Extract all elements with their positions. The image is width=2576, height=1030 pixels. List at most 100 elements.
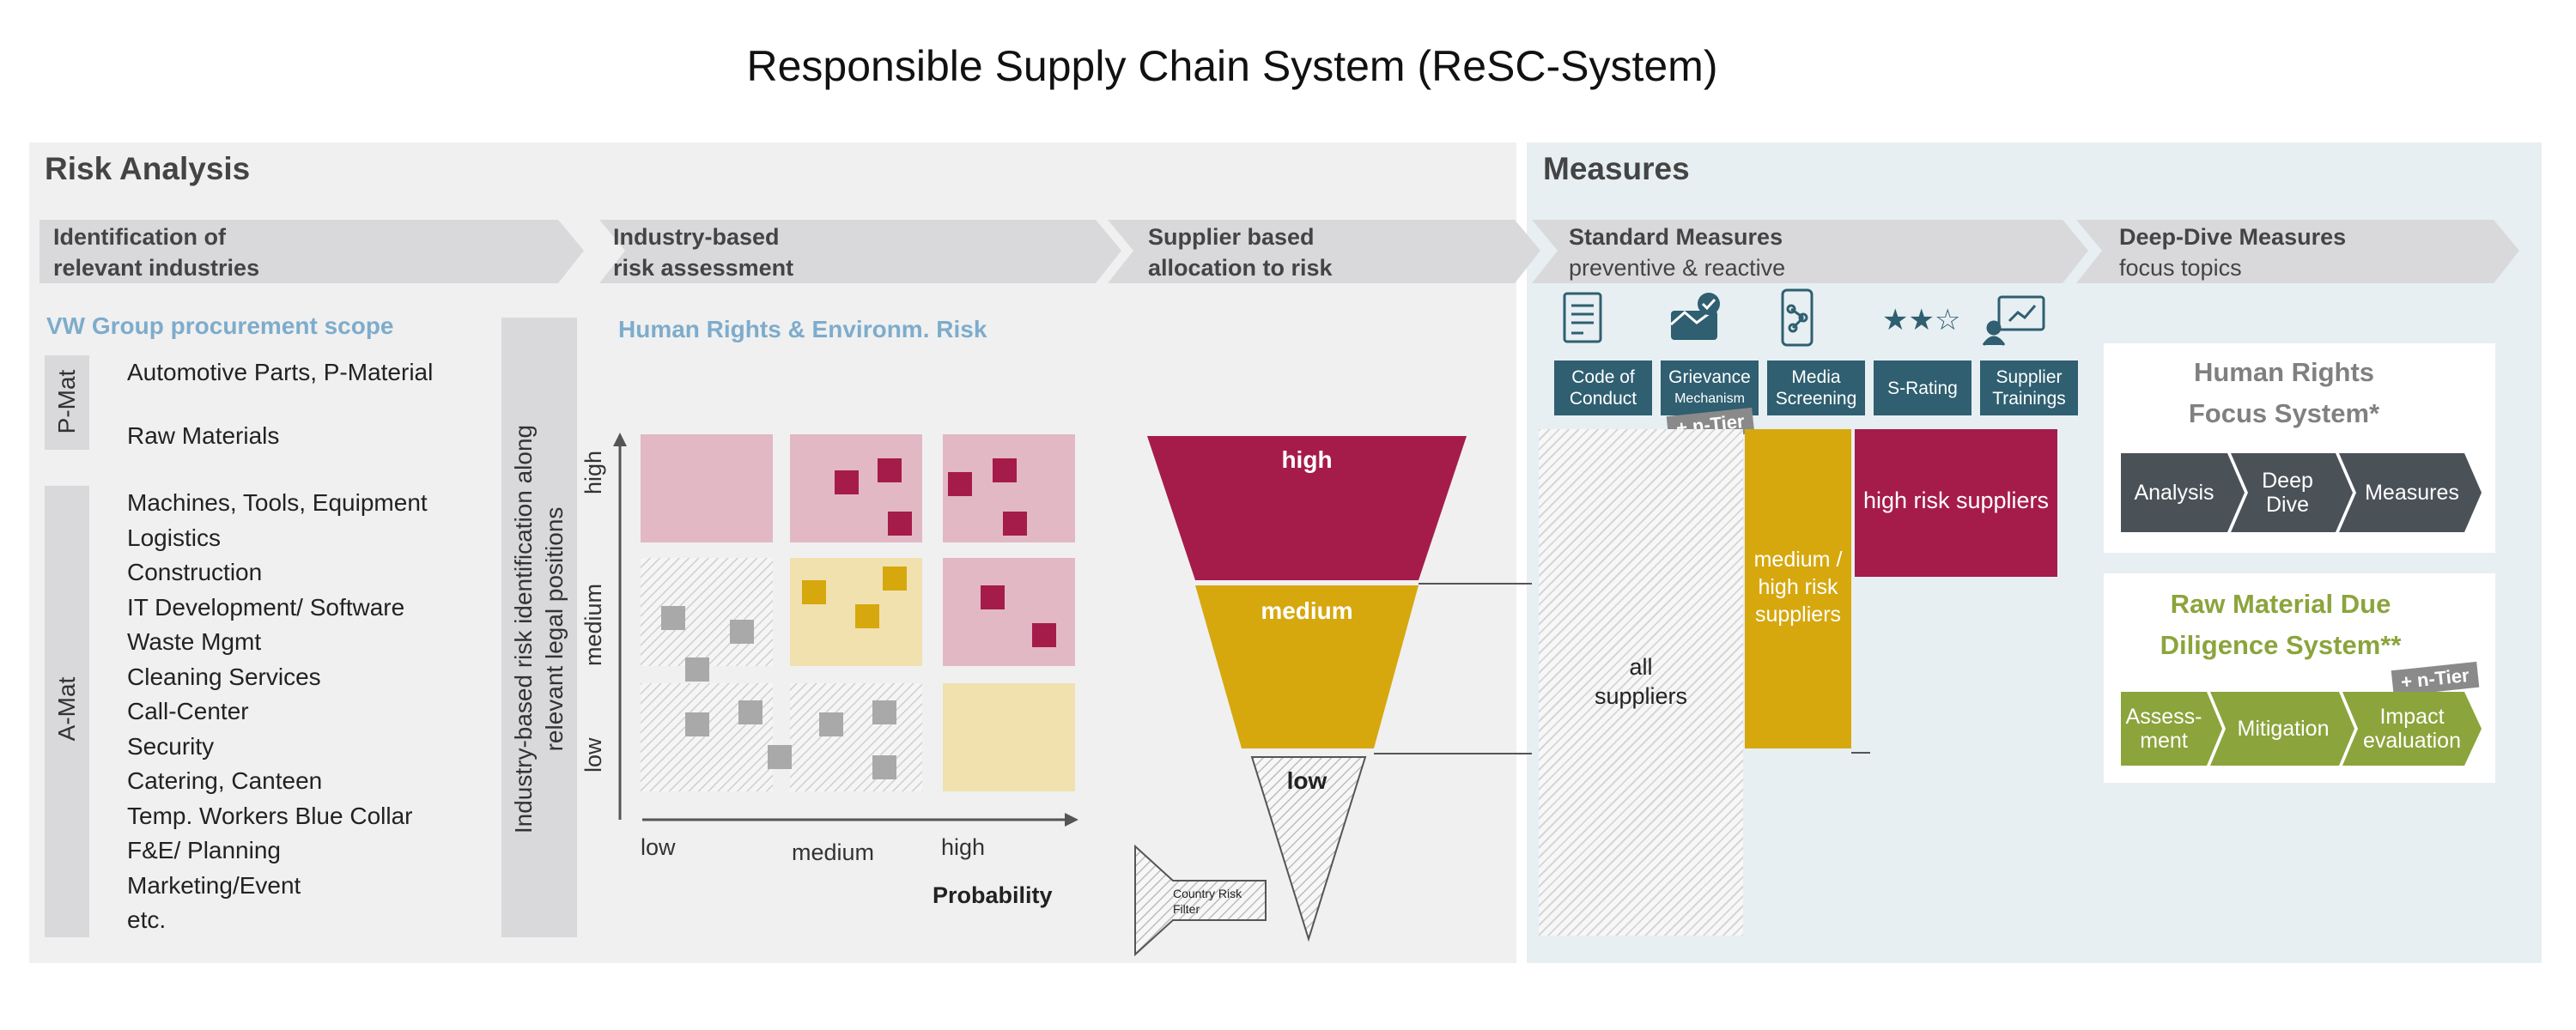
a-mat-item: Logistics [127,524,221,551]
y-tick-high: high [580,450,606,494]
a-mat-item: Waste Mgmt [127,628,262,655]
hr-step-deep-dive [2231,453,2353,532]
risk-marker [855,604,879,628]
funnel-low [1250,756,1367,942]
tool-icons: ★★☆ [1563,288,2045,347]
high-suppliers-label: high risk suppliers [1862,488,2050,513]
hr-step-analysis [2121,453,2245,532]
hr-step-measures-label: Measures [2365,481,2459,505]
raw-material-steps [2121,692,2482,766]
high-suppliers-bar [1855,429,2057,577]
a-mat-label: A-Mat [53,676,80,742]
matrix-cell [943,558,1075,666]
grievance-icon [1670,293,1720,340]
risk-funnel [1134,436,1532,957]
y-tick-low: low [580,737,606,772]
funnel-medium-label: medium [1261,597,1353,624]
a-mat-item: Catering, Canteen [127,767,323,794]
funnel-low-label: low [1286,767,1327,794]
risk-marker [738,700,762,724]
risk-marker [872,700,896,724]
arrow-step-2 [599,220,1121,283]
hr-step-measures [2339,453,2482,532]
document-icon [1563,292,1602,343]
risk-marker [1003,512,1027,536]
matrix-title: Human Rights & Environm. Risk [618,316,987,342]
a-mat-bar [45,486,89,937]
a-mat-item: Construction [127,559,263,585]
presentation-icon [1982,295,2045,346]
matrix-cell [641,434,773,542]
y-tick-medium: medium [580,583,606,666]
risk-identification-label: Industry-based risk identification along… [510,424,568,834]
matrix-cell [641,558,773,666]
rm-step-mitigation-label: Mitigation [2237,717,2330,741]
a-mat-item: etc. [127,906,167,933]
risk-marker [888,512,912,536]
scope-title: VW Group procurement scope [46,312,394,339]
rm-step-impact-label: Impact evaluation [2363,705,2461,753]
risk-marker [883,566,907,591]
rm-step-mitigation [2210,692,2354,766]
a-mat-item: F&E/ Planning [127,837,281,863]
country-risk-filter [1134,844,1267,957]
measures-title: Measures [1543,151,1690,186]
a-mat-item: Cleaning Services [127,663,321,690]
risk-marker [981,585,1005,609]
p-mat-label: P-Mat [53,369,80,434]
matrix-cell [641,683,773,791]
rm-step-assessment-label: Assess-ment [2125,705,2202,753]
risk-marker [1032,623,1056,647]
all-suppliers-bar [1539,429,1743,936]
page-title: Responsible Supply Chain System (ReSC-Sy… [746,42,1718,90]
p-mat-item: Automotive Parts, P-Material [127,359,434,385]
x-axis-arrowhead [1065,813,1078,827]
hr-focus-steps [2121,453,2482,532]
funnel-high [1147,436,1467,580]
risk-marker [685,657,709,682]
a-mat-item: Security [127,732,215,760]
risk-marker [685,712,709,736]
svg-text:★★☆: ★★☆ [1882,303,1960,337]
a-mat-item: IT Development/ Software [127,593,405,621]
arrow-step-4 [1532,220,2088,283]
risk-marker [872,755,896,779]
risk-marker [768,745,792,769]
a-mat-item: Machines, Tools, Equipment [127,489,428,516]
risk-identification-bar [501,318,577,937]
a-mat-item: Call-Center [127,698,249,724]
p-mat-bar [45,355,89,450]
rm-step-impact [2342,692,2482,766]
a-mat-item: Temp. Workers Blue Collar [127,802,413,829]
rm-step-assessment [2121,692,2222,766]
funnel-medium [1195,585,1419,748]
x-tick-low: low [641,834,676,860]
connector-line [1851,752,1870,754]
arrow-step-1 [39,220,584,283]
risk-marker [819,712,843,736]
risk-marker [948,472,972,496]
matrix-cell [790,683,922,791]
risk-marker [802,580,826,604]
smartphone-icon [1781,288,1814,347]
y-axis-arrowhead [613,433,627,446]
risk-matrix [613,433,1078,827]
risk-marker [993,458,1017,482]
hr-step-analysis-label: Analysis [2134,481,2215,505]
arrow-step-5 [2076,220,2519,283]
stars-icon: ★★☆ [1882,303,1960,337]
a-mat-list: Machines, Tools, Equipment Logistics Con… [127,486,428,938]
risk-marker [730,620,754,644]
risk-marker [661,606,685,630]
